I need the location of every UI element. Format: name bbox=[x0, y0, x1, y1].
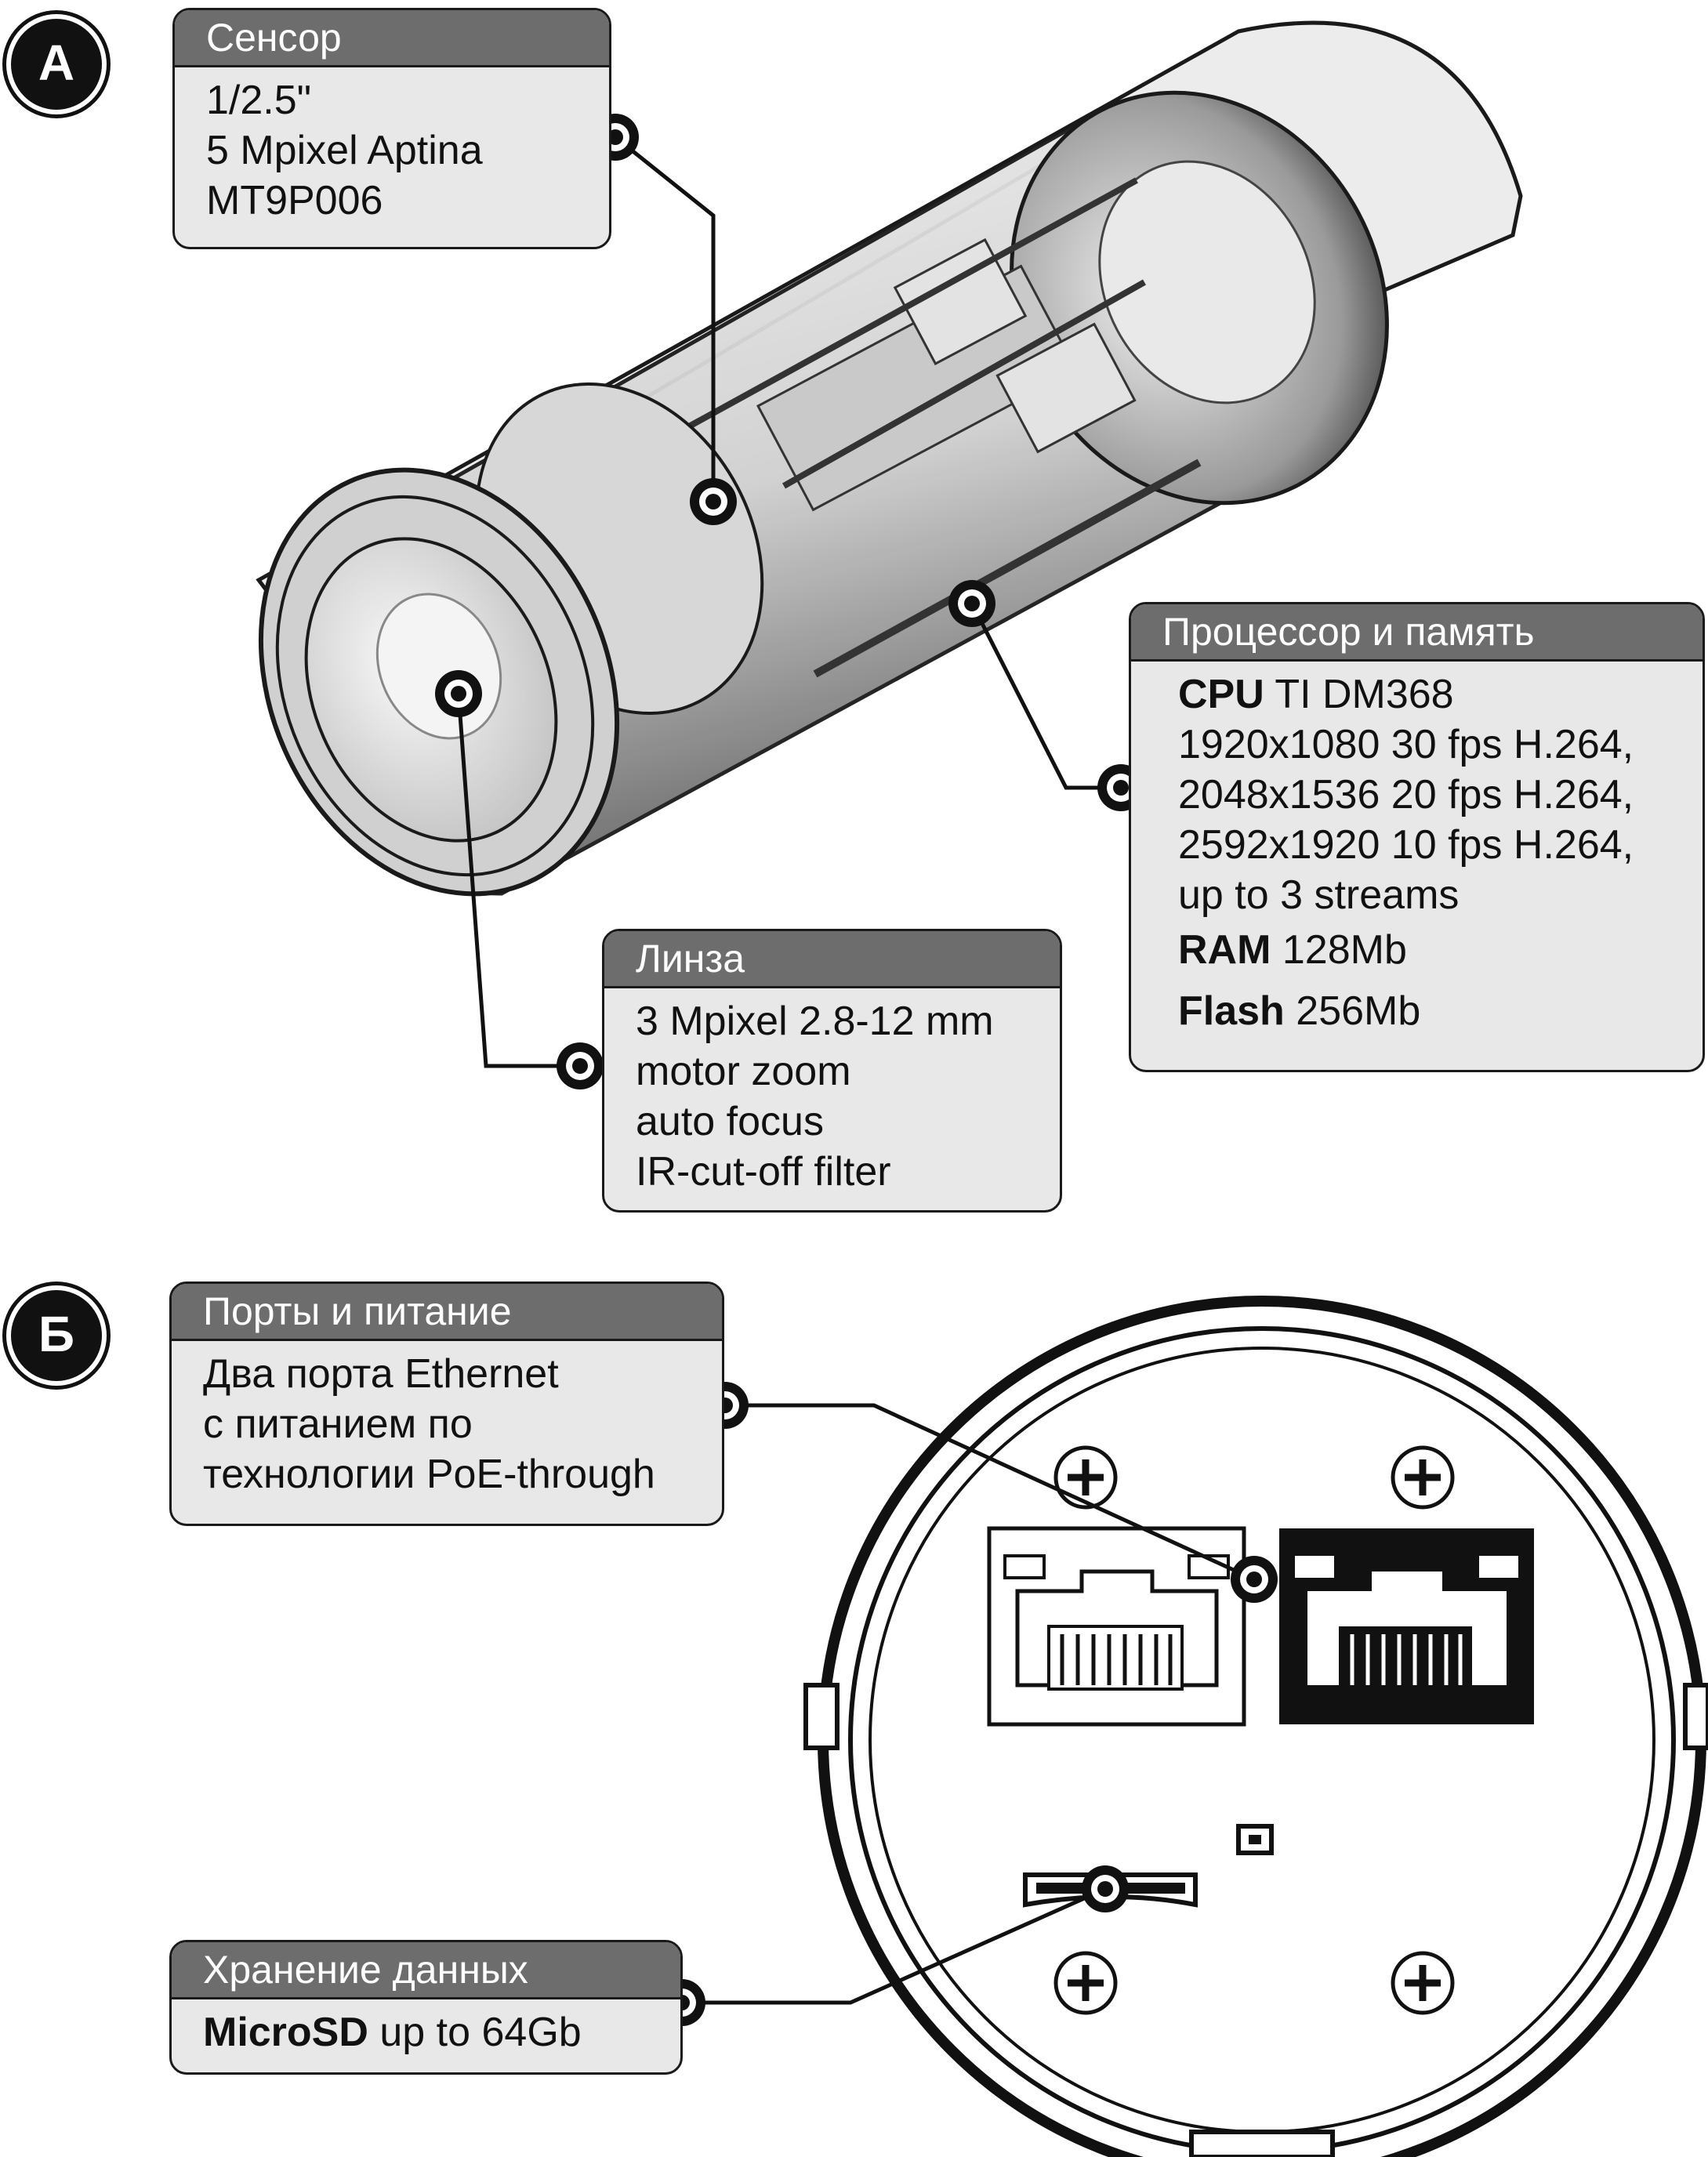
flash-value: 256Mb bbox=[1296, 988, 1421, 1034]
video-mode: 2048x1536 20 fps H.264, bbox=[1178, 772, 1634, 817]
video-mode: 2592x1920 10 fps H.264, bbox=[1178, 822, 1634, 868]
cpu-model: CPU TI DM368 bbox=[1178, 669, 1703, 720]
streams-count: up to 3 streams bbox=[1178, 872, 1460, 918]
ram-value: 128Mb bbox=[1282, 927, 1407, 973]
lens-filter: IR-cut-off filter bbox=[636, 1149, 891, 1195]
lens-zoom: motor zoom bbox=[636, 1049, 851, 1094]
sensor-callout-body: 1/2.5" 5 Mpixel Aptina MT9P006 bbox=[175, 67, 609, 226]
ram-spec: RAM 128Mb bbox=[1178, 925, 1703, 975]
lens-pointer-dot bbox=[557, 1042, 604, 1089]
ports-line: с питанием по bbox=[203, 1401, 473, 1447]
ram-label: RAM bbox=[1178, 927, 1271, 973]
storage-callout-title: Хранение данных bbox=[172, 1942, 680, 1999]
lens-callout: Линза 3 Mpixel 2.8-12 mm motor zoom auto… bbox=[602, 929, 1062, 1213]
storage-callout-body: MicroSD up to 64Gb bbox=[172, 1999, 680, 2057]
section-a-badge: А bbox=[6, 14, 107, 114]
storage-spec: MicroSD up to 64Gb bbox=[203, 2007, 680, 2057]
screw-icon bbox=[1053, 1445, 1118, 1510]
camera-back-panel bbox=[803, 1296, 1708, 2157]
ethernet-port-icon bbox=[1279, 1528, 1534, 1724]
cpu-callout-title: Процессор и память bbox=[1131, 604, 1703, 662]
sensor-callout-title: Сенсор bbox=[175, 10, 609, 67]
storage-label: MicroSD bbox=[203, 2010, 368, 2055]
ports-callout-title: Порты и питание bbox=[172, 1284, 722, 1341]
sensor-model: MT9P006 bbox=[206, 178, 383, 223]
screw-icon bbox=[1053, 1951, 1118, 2015]
screws bbox=[1053, 1445, 1455, 2015]
leader-lines-b bbox=[682, 1403, 1256, 2005]
cpu-target-dot bbox=[948, 580, 995, 627]
storage-target-dot bbox=[1082, 1865, 1129, 1912]
sensor-size: 1/2.5" bbox=[206, 78, 312, 123]
cpu-callout: Процессор и память CPU TI DM368 1920x108… bbox=[1129, 602, 1705, 1072]
storage-callout: Хранение данных MicroSD up to 64Gb bbox=[169, 1940, 683, 2075]
cpu-callout-body: CPU TI DM368 1920x1080 30 fps H.264, 204… bbox=[1131, 662, 1703, 1036]
sensor-callout: Сенсор 1/2.5" 5 Mpixel Aptina MT9P006 bbox=[172, 8, 611, 249]
sensor-target-dot bbox=[690, 478, 737, 525]
flash-spec: Flash 256Mb bbox=[1178, 986, 1703, 1036]
ports-target-dot bbox=[1231, 1556, 1278, 1603]
led-indicator-icon bbox=[1236, 1824, 1274, 1855]
ports-line: Два порта Ethernet bbox=[203, 1351, 559, 1397]
storage-value: up to 64Gb bbox=[379, 2010, 582, 2055]
screw-icon bbox=[1391, 1951, 1455, 2015]
sensor-resolution: 5 Mpixel Aptina bbox=[206, 128, 483, 173]
ports-callout-body: Два порта Ethernet с питанием по техноло… bbox=[172, 1341, 722, 1499]
lens-spec: 3 Mpixel 2.8-12 mm bbox=[636, 999, 994, 1044]
section-b-badge: Б bbox=[6, 1285, 107, 1386]
ports-line: технологии PoE-through bbox=[203, 1452, 655, 1497]
cpu-label: CPU bbox=[1178, 672, 1264, 717]
lens-target-dot bbox=[435, 670, 482, 717]
ports-callout: Порты и питание Два порта Ethernet с пит… bbox=[169, 1282, 724, 1526]
screw-icon bbox=[1391, 1445, 1455, 1510]
lens-callout-title: Линза bbox=[604, 931, 1060, 988]
lens-callout-body: 3 Mpixel 2.8-12 mm motor zoom auto focus… bbox=[604, 988, 1060, 1197]
cpu-value: TI DM368 bbox=[1275, 672, 1454, 717]
video-mode: 1920x1080 30 fps H.264, bbox=[1178, 722, 1634, 767]
flash-label: Flash bbox=[1178, 988, 1285, 1034]
ethernet-port-icon bbox=[987, 1526, 1246, 1727]
lens-focus: auto focus bbox=[636, 1099, 824, 1144]
